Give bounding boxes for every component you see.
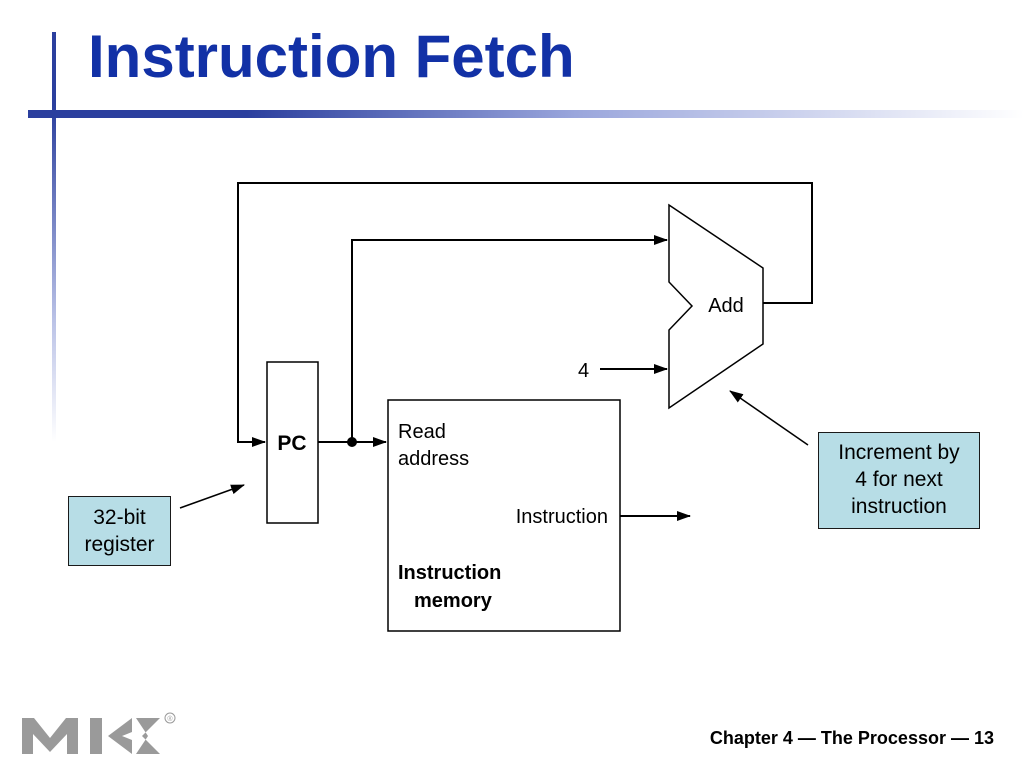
read-address-label-line2: address [398,448,469,470]
instruction-memory-block [387,399,621,632]
title-accent-horizontal-bar [28,110,1024,118]
pc-to-adder-wire [351,235,668,442]
memory-name-line1: Instruction [398,562,501,584]
title-accent-vertical-bar [52,32,56,442]
increment-callout-line1: Increment by [838,441,960,464]
register-callout-line1: 32-bit [93,506,146,529]
register-callout: 32-bit register [68,496,171,566]
constant-four-label: 4 [578,360,589,382]
register-callout-line2: register [84,533,155,556]
register-callout-pointer [179,484,245,509]
registered-mark: ® [167,715,173,723]
instruction-output-label: Instruction [516,506,608,528]
increment-callout: Increment by 4 for next instruction [818,432,980,529]
memory-name-line2: memory [414,590,493,612]
publisher-logo: ® [22,712,176,754]
adder-unit [668,203,764,410]
slide-title: Instruction Fetch [88,23,575,90]
increment-callout-line2: 4 for next [855,468,943,491]
adder-feedback-wire [237,182,813,447]
pc-label: PC [277,432,306,455]
read-address-label-line1: Read [398,421,446,443]
increment-callout-line3: instruction [851,495,947,518]
slide-footer: Chapter 4 — The Processor — 13 [709,728,994,748]
increment-callout-pointer [729,390,809,446]
pc-register [266,361,319,524]
wire-junction-dot [347,437,357,447]
adder-label: Add [708,295,744,317]
